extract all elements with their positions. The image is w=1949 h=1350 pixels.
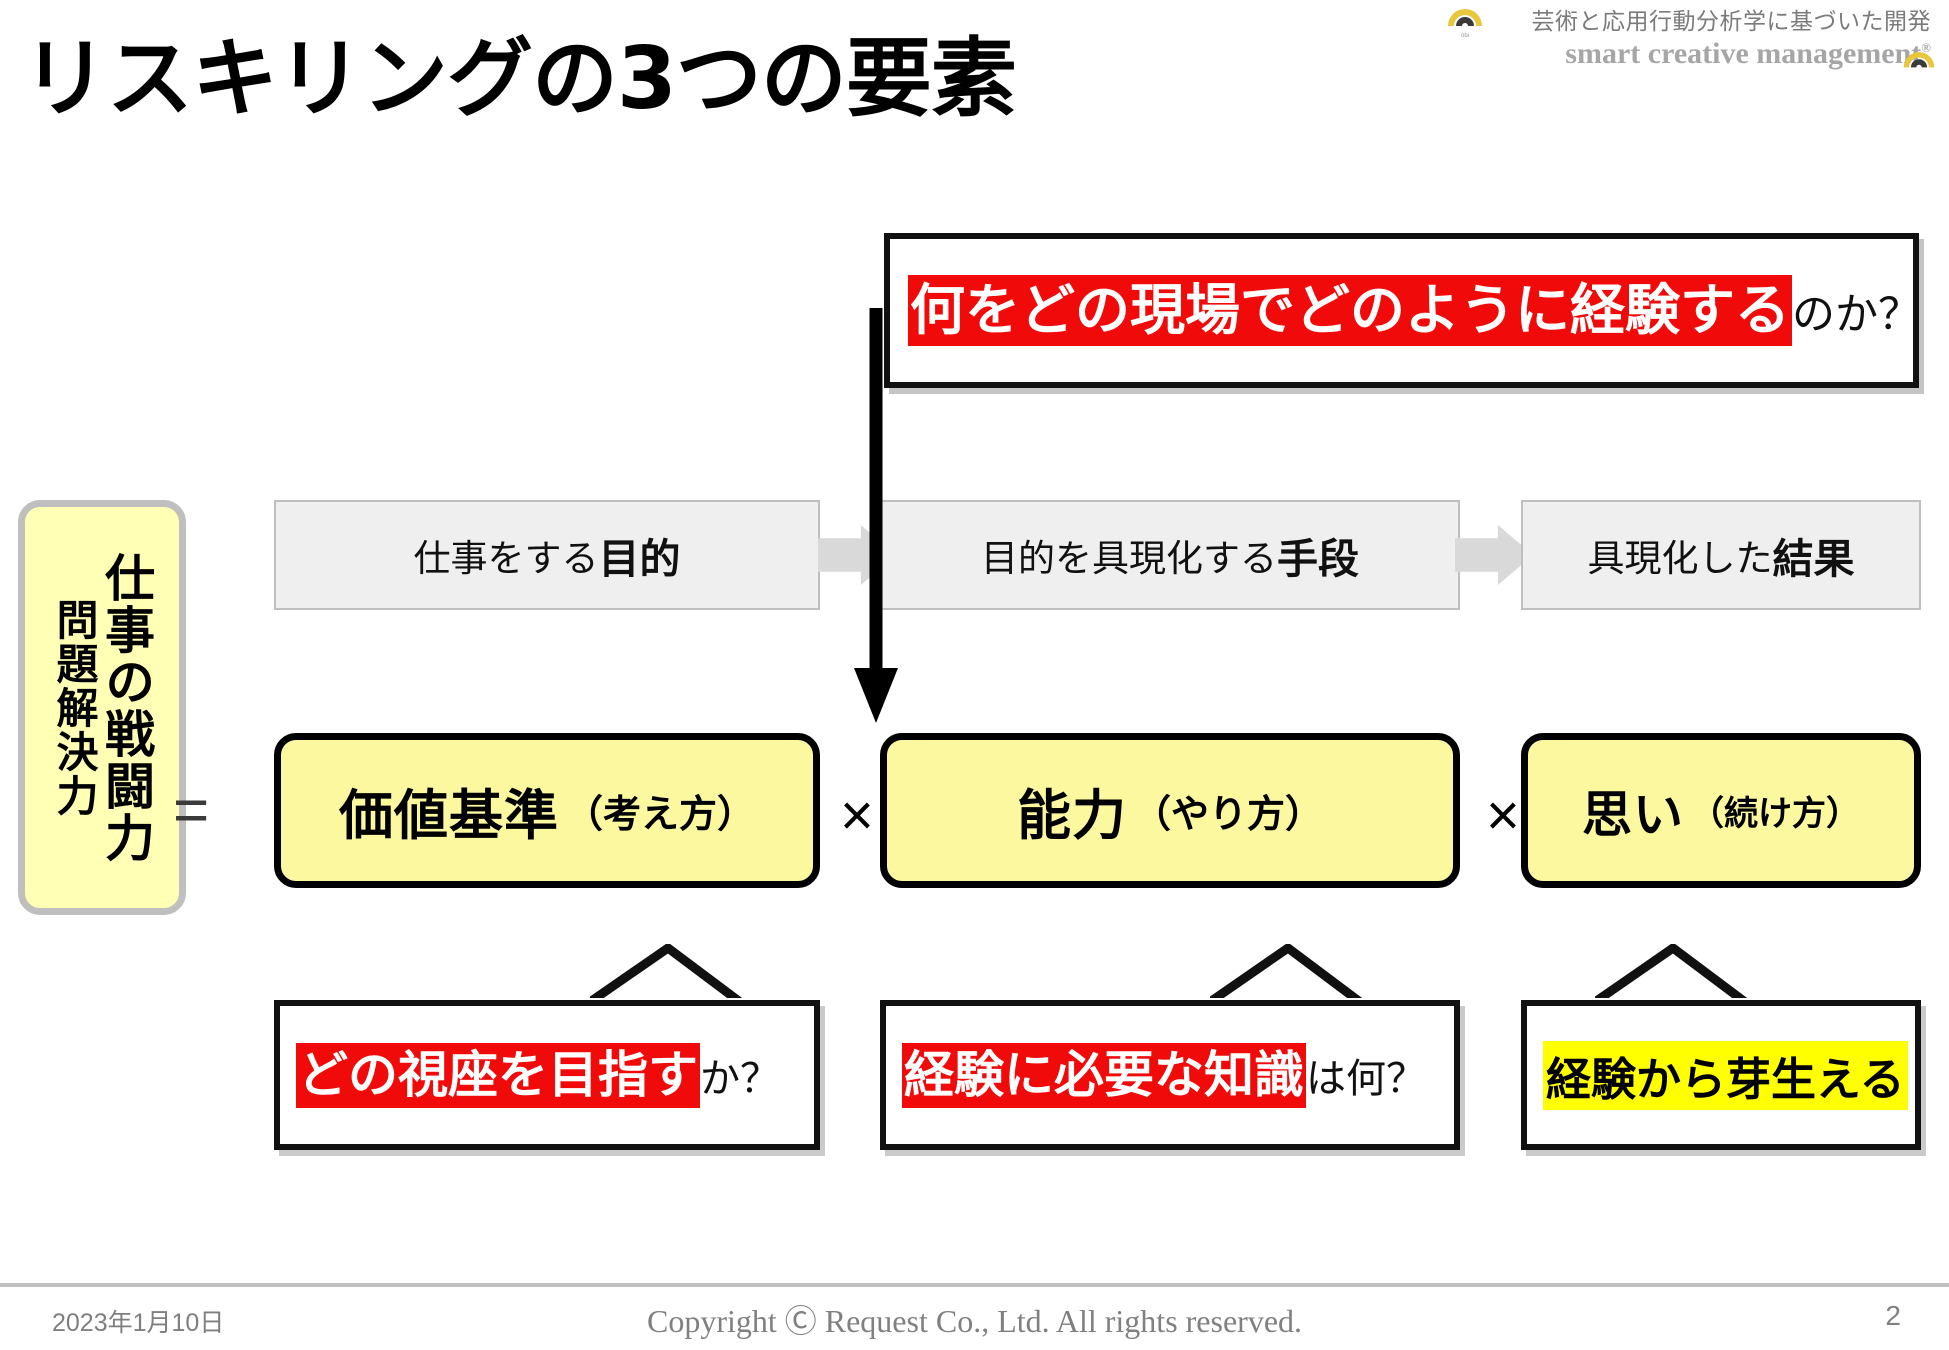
process-box-result: 具現化した結果: [1521, 500, 1921, 610]
svg-text:obi: obi: [1461, 33, 1469, 39]
callout-knowledge-tail: は何？: [1306, 1055, 1426, 1101]
callout-experience-highlight: 何をどの現場でどのように経験する: [908, 274, 1793, 347]
footer-page-number: 2: [1885, 1300, 1901, 1331]
callout-knowledge-question: 経験に必要な知識は何？: [880, 1000, 1460, 1150]
element-box-values-main: 価値基準: [338, 784, 559, 847]
callout-perspective-tail: か？: [700, 1055, 780, 1101]
callout-perspective-content: どの視座を目指すか？: [296, 1042, 780, 1108]
brand-logo: obi 芸術と応用行動分析学に基づいた開発 smart creative man…: [1411, 2, 1935, 71]
footer-divider: [0, 1283, 1949, 1287]
process-box-purpose: 仕事をする目的: [274, 500, 820, 610]
process-box-purpose-emphasis: 目的: [598, 535, 681, 583]
process-box-means: 目的を具現化する手段: [880, 500, 1460, 610]
element-box-ability-paren: （やり方）: [1132, 792, 1323, 836]
logo-tagline: 芸術と応用行動分析学に基づいた開発: [1531, 9, 1931, 34]
page-title: リスキリングの3つの要素: [22, 29, 1017, 129]
left-bar-sub-label: 問題解決力: [50, 597, 99, 818]
callout-passion-content: 経験から芽生える: [1543, 1040, 1908, 1110]
callout-passion-origin: 経験から芽生える: [1521, 1000, 1921, 1150]
process-box-result-emphasis: 結果: [1772, 535, 1855, 583]
element-box-values: 価値基準（考え方）: [274, 733, 820, 888]
element-box-ability: 能力（やり方）: [880, 733, 1460, 888]
callout-experience-question: 何をどの現場でどのように経験するのか？: [884, 233, 1922, 388]
footer-copyright: Copyright Ⓒ Request Co., Ltd. All rights…: [646, 1303, 1303, 1339]
callout-perspective-question: どの視座を目指すか？: [274, 1000, 820, 1150]
element-box-ability-main: 能力: [1016, 784, 1127, 847]
callout-notch-icon-2: [1210, 944, 1370, 1006]
left-capability-bar: 仕事の戦闘力 問題解決力: [18, 500, 186, 915]
callout-knowledge-content: 経験に必要な知識は何？: [902, 1042, 1426, 1108]
obi-target-logo-icon-secondary: [1903, 52, 1935, 68]
callout-notch-icon-3: [1595, 944, 1755, 1006]
callout-knowledge-highlight: 経験に必要な知識: [902, 1042, 1306, 1108]
element-box-passion: 思い（続け方）: [1521, 733, 1921, 888]
equals-operator: =: [173, 776, 210, 845]
process-box-means-prefix: 目的を具現化する: [981, 539, 1277, 580]
logo-registered-mark: ®: [1921, 40, 1931, 55]
elbow-arrow-icon: [854, 308, 898, 723]
callout-experience-question-content: 何をどの現場でどのように経験するのか？: [908, 274, 1922, 347]
logo-brand-text: smart creative management: [1565, 37, 1922, 70]
left-bar-main-label: 仕事の戦闘力: [97, 551, 155, 864]
footer-date: 2023年1月10日: [52, 1309, 225, 1337]
process-box-purpose-prefix: 仕事をする: [413, 539, 599, 580]
element-box-passion-paren: （続け方）: [1690, 794, 1860, 834]
multiply-operator-2: ×: [1486, 783, 1520, 848]
obi-target-logo-icon: obi: [1448, 9, 1482, 39]
process-box-means-emphasis: 手段: [1277, 535, 1359, 583]
multiply-operator-1: ×: [840, 783, 874, 848]
callout-perspective-highlight: どの視座を目指す: [296, 1042, 700, 1108]
callout-experience-tail: のか？: [1792, 291, 1922, 339]
element-box-values-paren: （考え方）: [564, 792, 755, 836]
process-box-result-prefix: 具現化した: [1587, 539, 1773, 580]
callout-notch-icon-1: [590, 944, 750, 1006]
logo-brand: smart creative management®: [1565, 37, 1931, 71]
callout-passion-highlight: 経験から芽生える: [1543, 1040, 1908, 1110]
element-box-passion-main: 思い: [1582, 785, 1684, 844]
